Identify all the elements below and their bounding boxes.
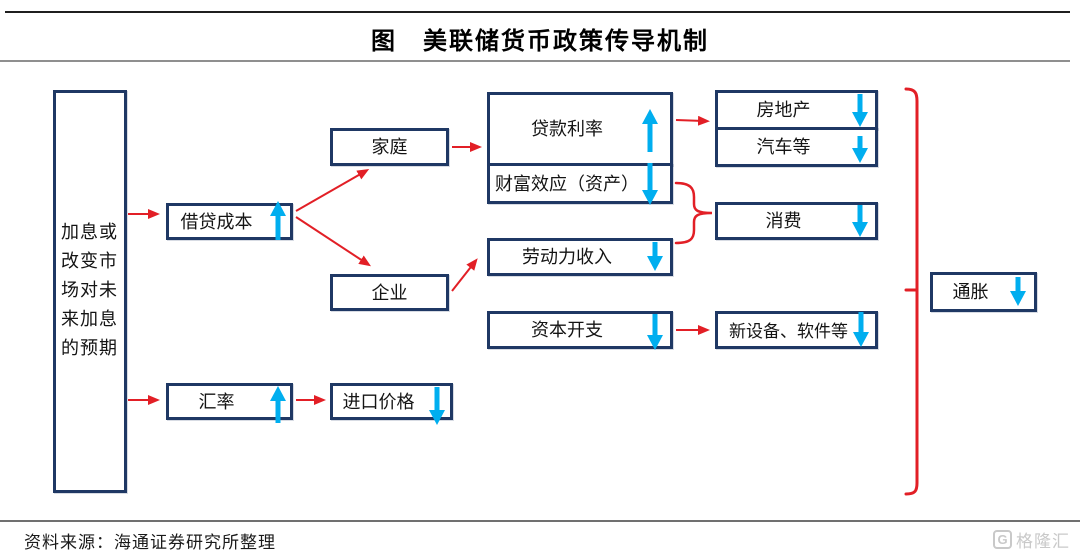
edge-loan-rate-real-estate (675, 115, 710, 126)
node-label: 企业 (371, 282, 408, 303)
node-label: 加息或改变市场对未来加息的预期 (61, 222, 118, 358)
source-note: 资料来源：海通证券研究所整理 (24, 533, 276, 552)
node-label: 消费 (765, 211, 802, 231)
node-labor-income: 劳动力收入 (487, 238, 673, 276)
node-label: 汽车等 (756, 137, 811, 157)
node-label: 通胀 (952, 282, 989, 302)
node-label: 家庭 (371, 137, 408, 157)
figure-title: 图 美联储货币政策传导机制 (371, 29, 709, 55)
node-capex: 资本开支 (487, 311, 673, 349)
node-label: 房地产 (756, 100, 811, 120)
edge-enterprise-labor-income (451, 258, 478, 292)
node-inflation: 通胀 (930, 272, 1037, 312)
gelonghui-brand-text: 格隆汇 (1016, 532, 1070, 551)
node-wealth-effect: 财富效应（资产） (487, 163, 673, 204)
node-household: 家庭 (330, 128, 449, 166)
node-import-price: 进口价格 (330, 383, 453, 420)
gelonghui-watermark: G 格隆汇 (993, 527, 1070, 552)
footer-rule (0, 520, 1080, 522)
gelonghui-logo-icon: G (993, 530, 1012, 549)
node-real-estate: 房地产 (715, 90, 878, 130)
node-trigger: 加息或改变市场对未来加息的预期 (53, 90, 127, 493)
node-consumption: 消费 (715, 202, 878, 240)
node-enterprise: 企业 (330, 274, 449, 311)
bracket-all-channels (904, 87, 919, 496)
node-label: 进口价格 (342, 391, 415, 412)
node-label: 财富效应（资产） (495, 173, 639, 194)
top-rule (5, 11, 1070, 13)
node-label: 借贷成本 (180, 211, 253, 232)
brace-to-consumption (674, 181, 713, 245)
edge-borrowing-cost-household (295, 169, 370, 212)
node-label: 劳动力收入 (522, 247, 612, 267)
node-label: 资本开支 (531, 320, 603, 340)
node-exchange-rate: 汇率 (166, 383, 293, 420)
edge-borrowing-cost-enterprise (295, 216, 372, 267)
node-loan-rate: 贷款利率 (487, 92, 673, 166)
node-autos: 汽车等 (715, 127, 878, 167)
node-label: 贷款利率 (531, 119, 603, 139)
node-borrowing-cost: 借贷成本 (166, 203, 293, 240)
title-bottom-rule (0, 60, 1070, 62)
node-new-equipment: 新设备、软件等 (715, 311, 878, 349)
node-label: 汇率 (198, 391, 235, 412)
node-label: 新设备、软件等 (729, 321, 848, 341)
